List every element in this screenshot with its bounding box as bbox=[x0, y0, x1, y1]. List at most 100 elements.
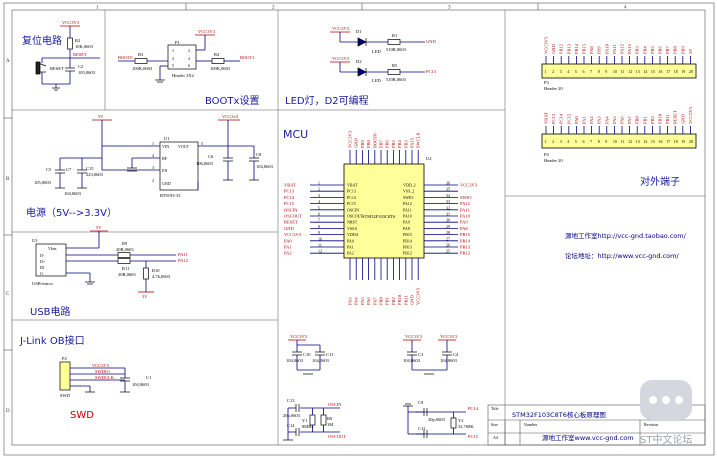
mcu-top-net: PB6 bbox=[385, 139, 390, 148]
mcu-left-pin-num: 9 bbox=[318, 230, 320, 235]
power-c15-ref: C15 bbox=[86, 166, 94, 171]
mcu-bottom-net: PA6 bbox=[366, 297, 371, 305]
mcu-top-net: SWCLK bbox=[416, 131, 421, 148]
mcu-left-net: PC14 bbox=[284, 195, 295, 200]
mcu-right-pin-num: 28 bbox=[446, 230, 450, 235]
header-net: PB12 bbox=[559, 44, 564, 54]
power-circuit: 电源（5V-->3.3V） 5V VCC3v3 U1 VIN VOUT BP E… bbox=[26, 114, 274, 219]
mcu-right-pins: VCC3V336VDD_235VSS_2SWIO34SWIOPA1233PA12… bbox=[403, 181, 478, 256]
xtal-c13-ref: C13 bbox=[287, 398, 295, 403]
header-net: PB5 bbox=[650, 45, 655, 54]
header-pin-num: 2 bbox=[552, 69, 554, 74]
header-pin-num: 12 bbox=[628, 139, 632, 144]
power-pin-vin: VIN bbox=[162, 144, 169, 149]
header-net: PB0 bbox=[635, 115, 640, 124]
section-title-boot: BOOTx设置 bbox=[205, 95, 259, 107]
header-body bbox=[541, 133, 697, 149]
power-c6-ref: C6 bbox=[208, 154, 214, 159]
header-net: PB15 bbox=[582, 43, 587, 54]
title-text: STM32F103C8T6核心板原理图 bbox=[512, 410, 606, 419]
chat-bubble-icon bbox=[640, 380, 692, 420]
mcu-left-net: PC15 bbox=[284, 201, 295, 206]
usb-5v-label: 5V bbox=[96, 225, 102, 230]
header-pin-num: 18 bbox=[674, 139, 678, 144]
mcu-right-net: PA8 bbox=[460, 226, 468, 231]
header-net: VCC3V3 bbox=[544, 36, 549, 54]
jlink-vcc-label: VCC3V3 bbox=[92, 363, 110, 368]
header-pin-num: 16 bbox=[659, 69, 663, 74]
header-net: PC13 bbox=[551, 113, 556, 124]
power-pin-gnd: GND bbox=[162, 181, 171, 186]
header-net: PB7 bbox=[665, 45, 670, 54]
led-d1-type: LED bbox=[372, 49, 381, 54]
header-p4-ref: P4 bbox=[544, 152, 550, 157]
mcu-left-pin-name: PC14 bbox=[347, 195, 356, 200]
boot-r3-ref: R3 bbox=[138, 52, 144, 57]
mcu-left-pin-name: PC13 bbox=[347, 189, 356, 194]
boot-r3-value: 100K,0603 bbox=[132, 66, 153, 72]
led-r1-value: 510R,0603 bbox=[386, 47, 407, 53]
header-pin-num: 14 bbox=[643, 69, 647, 74]
header-net: PA10 bbox=[604, 43, 609, 54]
decoup-vcc-1: VCC3V3 bbox=[290, 334, 308, 339]
mcu-left-net: VBAT bbox=[284, 183, 296, 188]
reset-switch-label: RESET bbox=[50, 66, 64, 71]
mcu-top-net: PB8 bbox=[366, 139, 371, 148]
mcu-right-pin-num: 25 bbox=[446, 249, 450, 254]
jlink-c-ref: C1 bbox=[146, 375, 151, 380]
mcu-right-pin-name: PB12 bbox=[403, 251, 412, 256]
header-net: PB11 bbox=[665, 114, 670, 124]
decoup-vcc-2: VCC3V3 bbox=[405, 334, 423, 339]
mcu-top-net: PB5 bbox=[391, 139, 396, 148]
usb-r11-value: 20R,0603 bbox=[118, 272, 136, 278]
header-net: RESET bbox=[673, 110, 678, 124]
jlink-type: SWD bbox=[60, 393, 71, 398]
header-pin-num: 2 bbox=[552, 139, 554, 144]
mcu-right-net: VCC3V3 bbox=[460, 183, 478, 188]
mcu-left-net: OSCIN bbox=[284, 207, 298, 212]
header-net: PA9 bbox=[597, 46, 602, 54]
header-net: PA6 bbox=[620, 116, 625, 124]
xtal-c9-val: 20p,0603 bbox=[428, 417, 446, 423]
reset-c-value: 105,0603 bbox=[78, 70, 96, 76]
mcu-right-net: PB13 bbox=[460, 245, 471, 250]
usb-r9-value: 20R,0603 bbox=[116, 247, 134, 253]
mcu-left-pin-name: OSCIN bbox=[347, 207, 359, 212]
mcu-left-net: GND bbox=[284, 226, 294, 231]
usb-r11-ref: R11 bbox=[122, 266, 129, 271]
header-pin-num: 11 bbox=[621, 69, 625, 74]
header-pin-num: 19 bbox=[681, 69, 685, 74]
mcu-top-net: BOOT0 bbox=[372, 133, 377, 148]
header-p4-type: Header 20 bbox=[544, 158, 563, 163]
mcu-left-pin-num: 10 bbox=[318, 236, 322, 241]
mcu-right-pin-num: 30 bbox=[446, 218, 450, 223]
decoup-c10-ref: C10 bbox=[303, 352, 311, 357]
usb-circuit: USB电路 U3 Vbus D- D+ ID G USB-mirco 5V R9… bbox=[30, 225, 188, 318]
power-c6-value: 106,0603 bbox=[196, 161, 214, 167]
xtal-y2-ref: Y2 bbox=[458, 418, 464, 423]
mcu-left-pin-num: 5 bbox=[318, 205, 320, 210]
boot-pin-2: 2 bbox=[188, 48, 190, 53]
mcu-right-pin-num: 27 bbox=[446, 236, 450, 241]
boot-pin-6: 6 bbox=[188, 63, 190, 68]
header-net: PB2 bbox=[650, 116, 655, 124]
mcu-left-pin-num: 2 bbox=[318, 187, 320, 192]
frame-row-b: B bbox=[6, 177, 10, 182]
mcu-right-pin-name: SWIO bbox=[403, 195, 413, 200]
xtal-c12-ref: C12 bbox=[418, 426, 426, 431]
header-pin-num: 5 bbox=[575, 139, 577, 144]
mcu-left-pin-name: VSSA bbox=[347, 226, 357, 231]
usb-pin-dm: D- bbox=[40, 253, 45, 258]
mcu-left-pin-name: PA1 bbox=[347, 245, 354, 250]
header-net: PB14 bbox=[574, 43, 579, 54]
mcu-top-net: PA15 bbox=[410, 137, 415, 148]
header-pin-num: 20 bbox=[689, 139, 693, 144]
mcu-chip bbox=[343, 163, 425, 259]
usb-pin-vbus: Vbus bbox=[48, 246, 57, 251]
usb-pin-id: ID bbox=[40, 265, 44, 270]
boot-circuit: BOOTx设置 VCC3V3 P1 1 2 3 4 5 6 Header 3X2… bbox=[118, 29, 259, 107]
jlink-swdio: SWDIO bbox=[95, 369, 110, 374]
mcu-left-pin-num: 6 bbox=[318, 212, 320, 217]
decoupling-caps: VCC3V3 VCC3V3 VCC3V3 C10 C11 104,0603 10… bbox=[286, 334, 459, 375]
mcu-bottom-net: PB1 bbox=[385, 297, 390, 305]
